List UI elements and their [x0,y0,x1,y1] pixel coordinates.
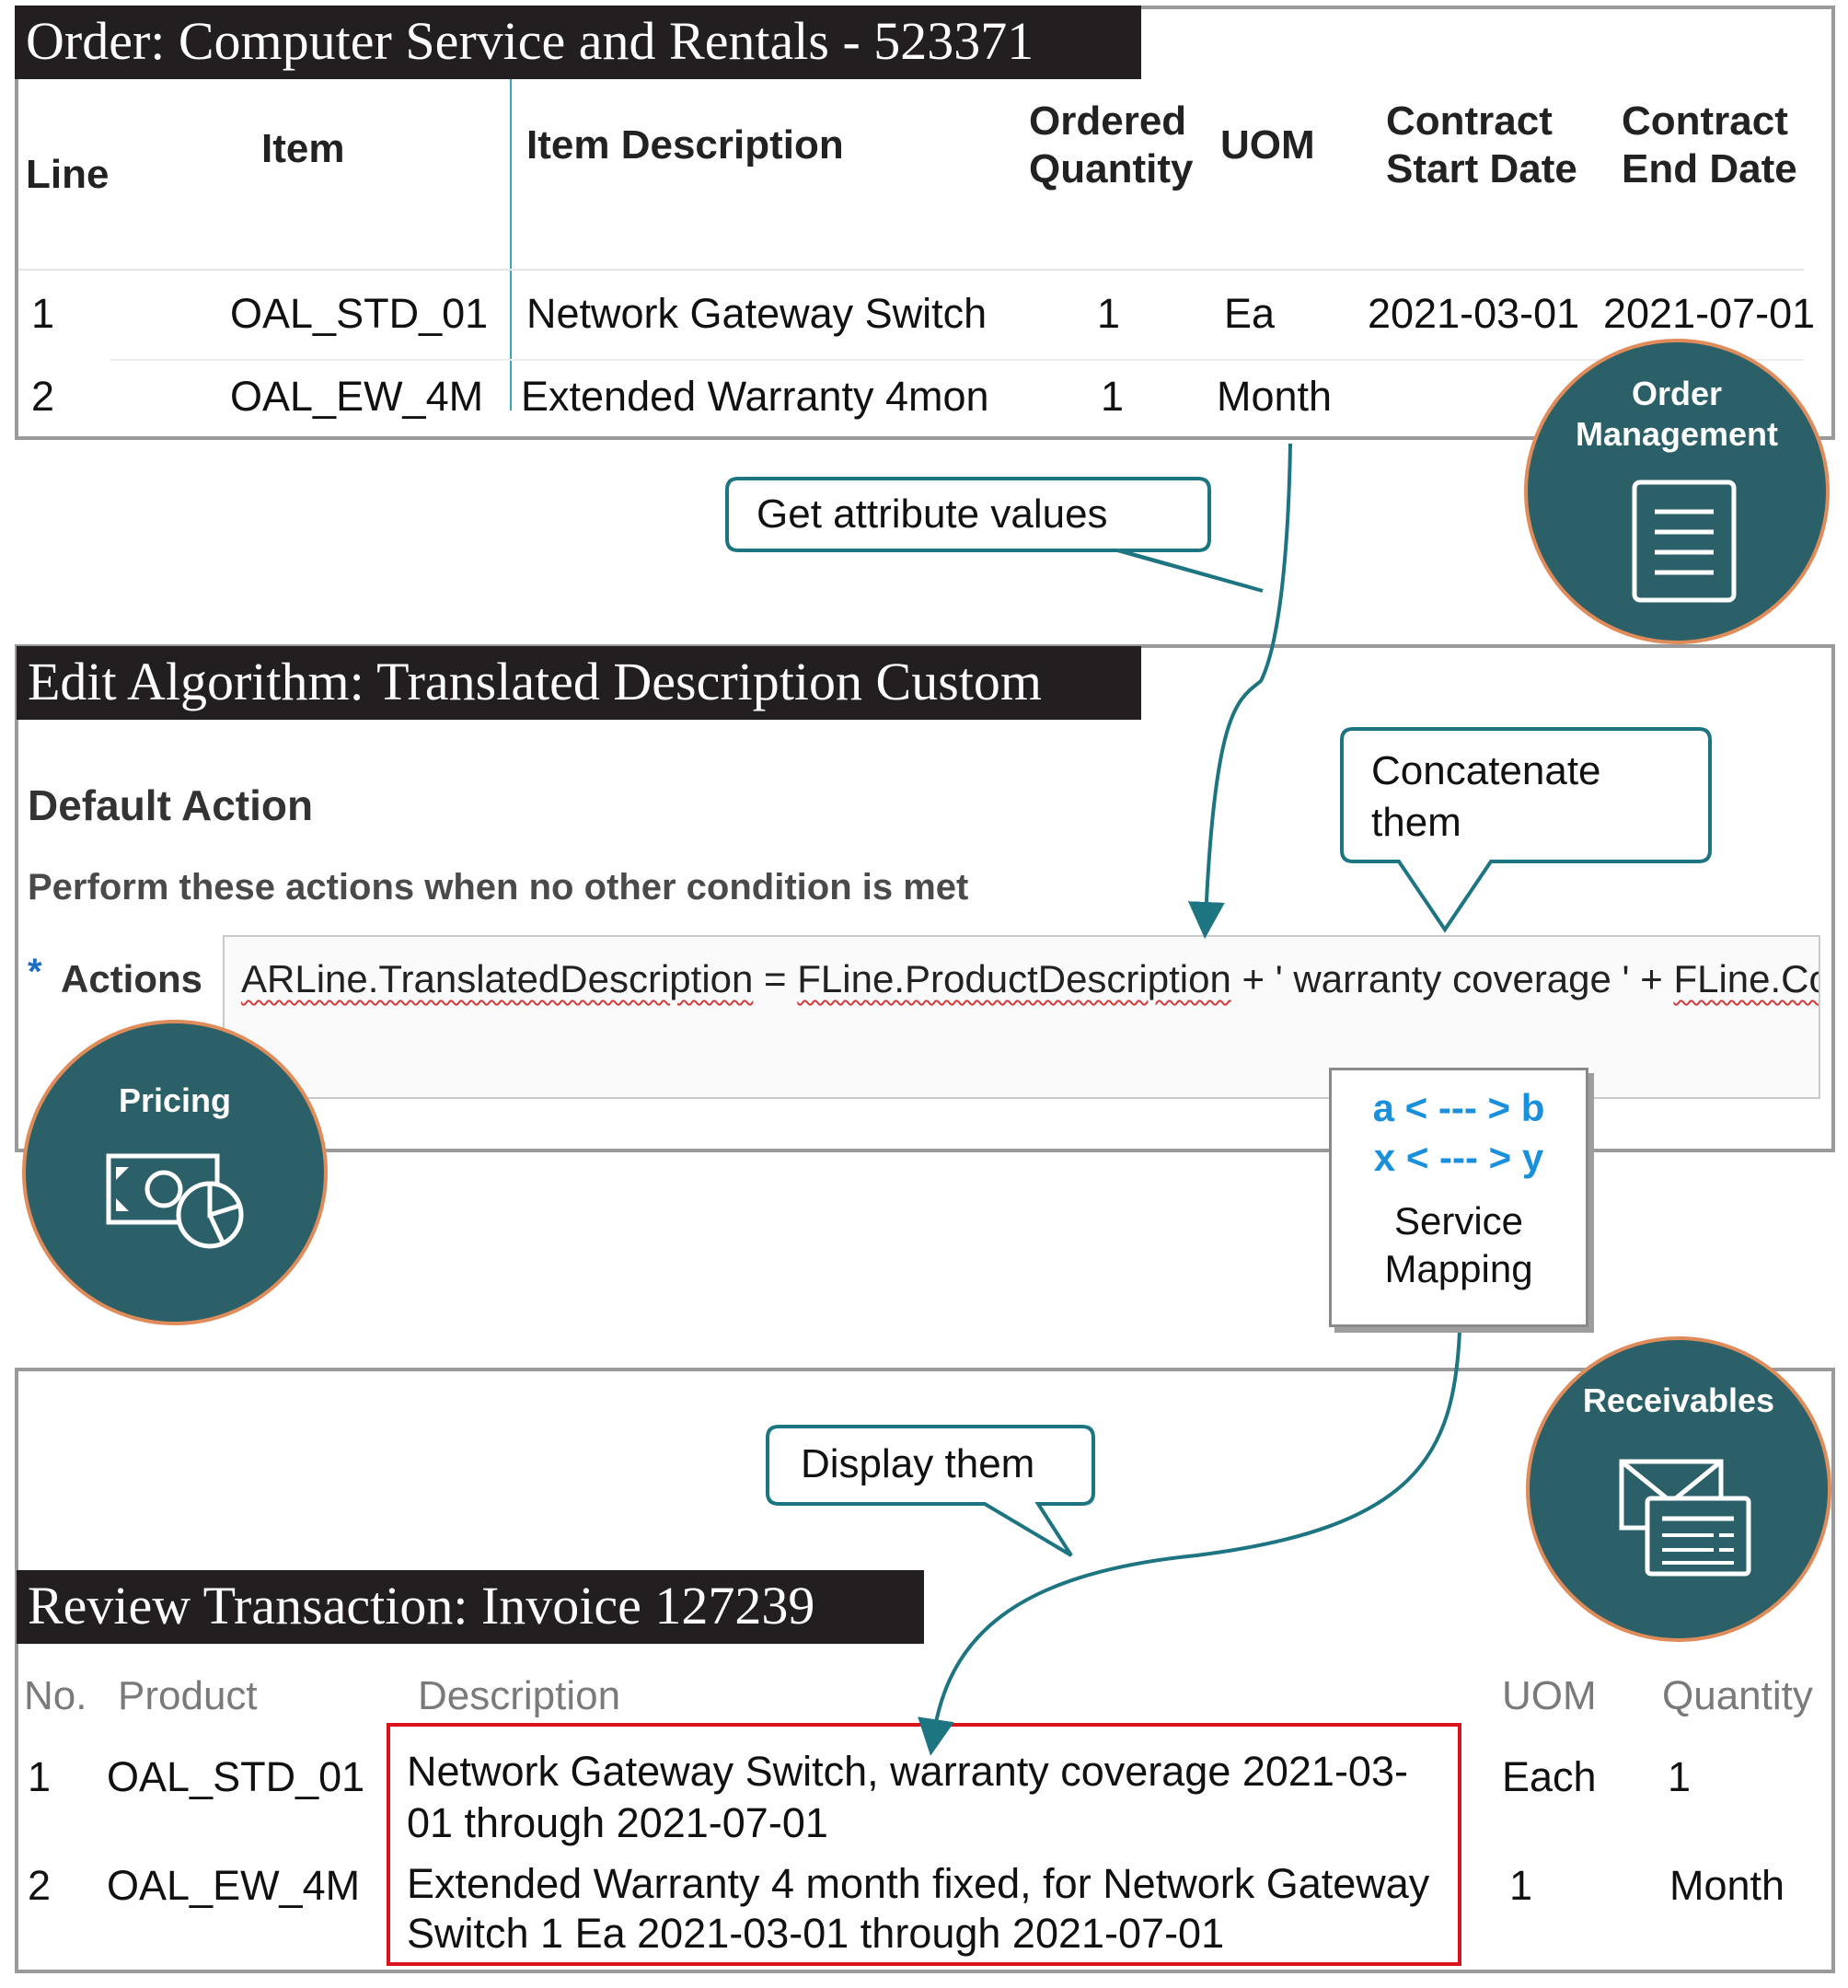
callout-concatenate-shape [1340,727,1712,933]
order-row-1-end: 2021-07-01 [1603,290,1816,337]
order-row-2-item: OAL_EW_4M [230,373,484,420]
order-row-1-item: OAL_STD_01 [230,290,489,337]
invoice-header-description: Description [418,1673,621,1718]
connector-mapping-to-invoice [918,1330,1461,1756]
order-header-item-description: Item Description [526,122,844,168]
required-mark: * [28,952,42,992]
invoice-row-2-quantity: Month [1669,1862,1785,1909]
order-row-2-qty: 1 [1101,373,1125,420]
invoice-row-2-product: OAL_EW_4M [107,1862,361,1909]
mapping-line-xy: x < --- > y [1373,1136,1544,1179]
order-row-2-uom: Month [1217,373,1333,420]
receivables-badge: Receivables [1526,1336,1831,1642]
callout-display-text: Display them [801,1441,1035,1486]
order-row-1-uom: Ea [1224,290,1276,337]
pricing-badge: Pricing [22,1020,328,1325]
order-row-1-qty: 1 [1097,290,1121,337]
order-row-2-description: Extended Warranty 4mon [521,373,989,420]
expr-token-arline: ARLine.TranslatedDescription [241,957,754,1000]
pricing-label: Pricing [118,1081,232,1119]
invoice-header-quantity: Quantity [1662,1673,1813,1718]
receivables-label: Receivables [1582,1381,1775,1419]
algorithm-title: Edit Algorithm: Translated Description C… [17,646,1141,720]
order-title: Order: Computer Service and Rentals - 52… [15,6,1141,79]
envelope-invoice-icon [1619,1459,1751,1577]
callout-get-values-shape [725,477,1264,593]
default-action-instructions: Perform these actions when no other cond… [28,867,969,907]
invoice-row-1-uom: Each [1502,1753,1597,1800]
order-header-uom: UOM [1220,122,1315,168]
invoice-header-no: No. [24,1673,87,1718]
order-header-line: Line [26,152,110,197]
invoice-row-2-desc-line-2: Switch 1 Ea 2021-03-01 through 2021-07-0… [407,1910,1225,1957]
order-header-divider [18,269,1804,271]
order-header-item: Item [261,126,345,171]
callout-display-shape [766,1425,1095,1557]
invoice-row-2-desc-line-1: Extended Warranty 4 month fixed, for Net… [407,1860,1430,1907]
order-row-1-line: 1 [31,290,55,337]
actions-label: Actions [61,957,203,1000]
invoice-row-1-quantity: 1 [1668,1753,1692,1800]
callout-get-values-text: Get attribute values [757,491,1108,537]
invoice-header-product: Product [118,1673,258,1718]
expr-token-fline-product: FLine.ProductDescription [797,957,1231,1000]
order-row-divider [110,359,1804,361]
expr-token-fline-con: FLine.Con [1673,957,1819,1000]
order-row-1-description: Network Gateway Switch [526,290,988,337]
invoice-title: Review Transaction: Invoice 127239 [17,1570,924,1644]
default-action-heading: Default Action [28,781,314,829]
order-row-1-start: 2021-03-01 [1368,290,1580,337]
invoice-row-2-uom: 1 [1509,1862,1533,1909]
money-chart-icon [106,1153,244,1249]
invoice-header-uom: UOM [1502,1673,1597,1718]
order-column-divider [510,79,512,410]
invoice-row-1-desc-line-1: Network Gateway Switch, warranty coverag… [407,1748,1408,1795]
connector-order-to-algorithm [1187,443,1292,939]
order-row-2-line: 2 [31,373,55,420]
document-icon [1632,480,1737,603]
invoice-row-1-product: OAL_STD_01 [107,1753,365,1800]
mapping-line-ab: a < --- > b [1372,1086,1545,1129]
expr-token-equals: = [753,957,798,1000]
expr-token-warranty: + ' warranty coverage ' + [1230,957,1674,1000]
invoice-row-1-no: 1 [28,1753,52,1800]
invoice-row-2-no: 2 [28,1862,52,1909]
invoice-row-1-desc-line-2: 01 through 2021-07-01 [407,1799,828,1846]
